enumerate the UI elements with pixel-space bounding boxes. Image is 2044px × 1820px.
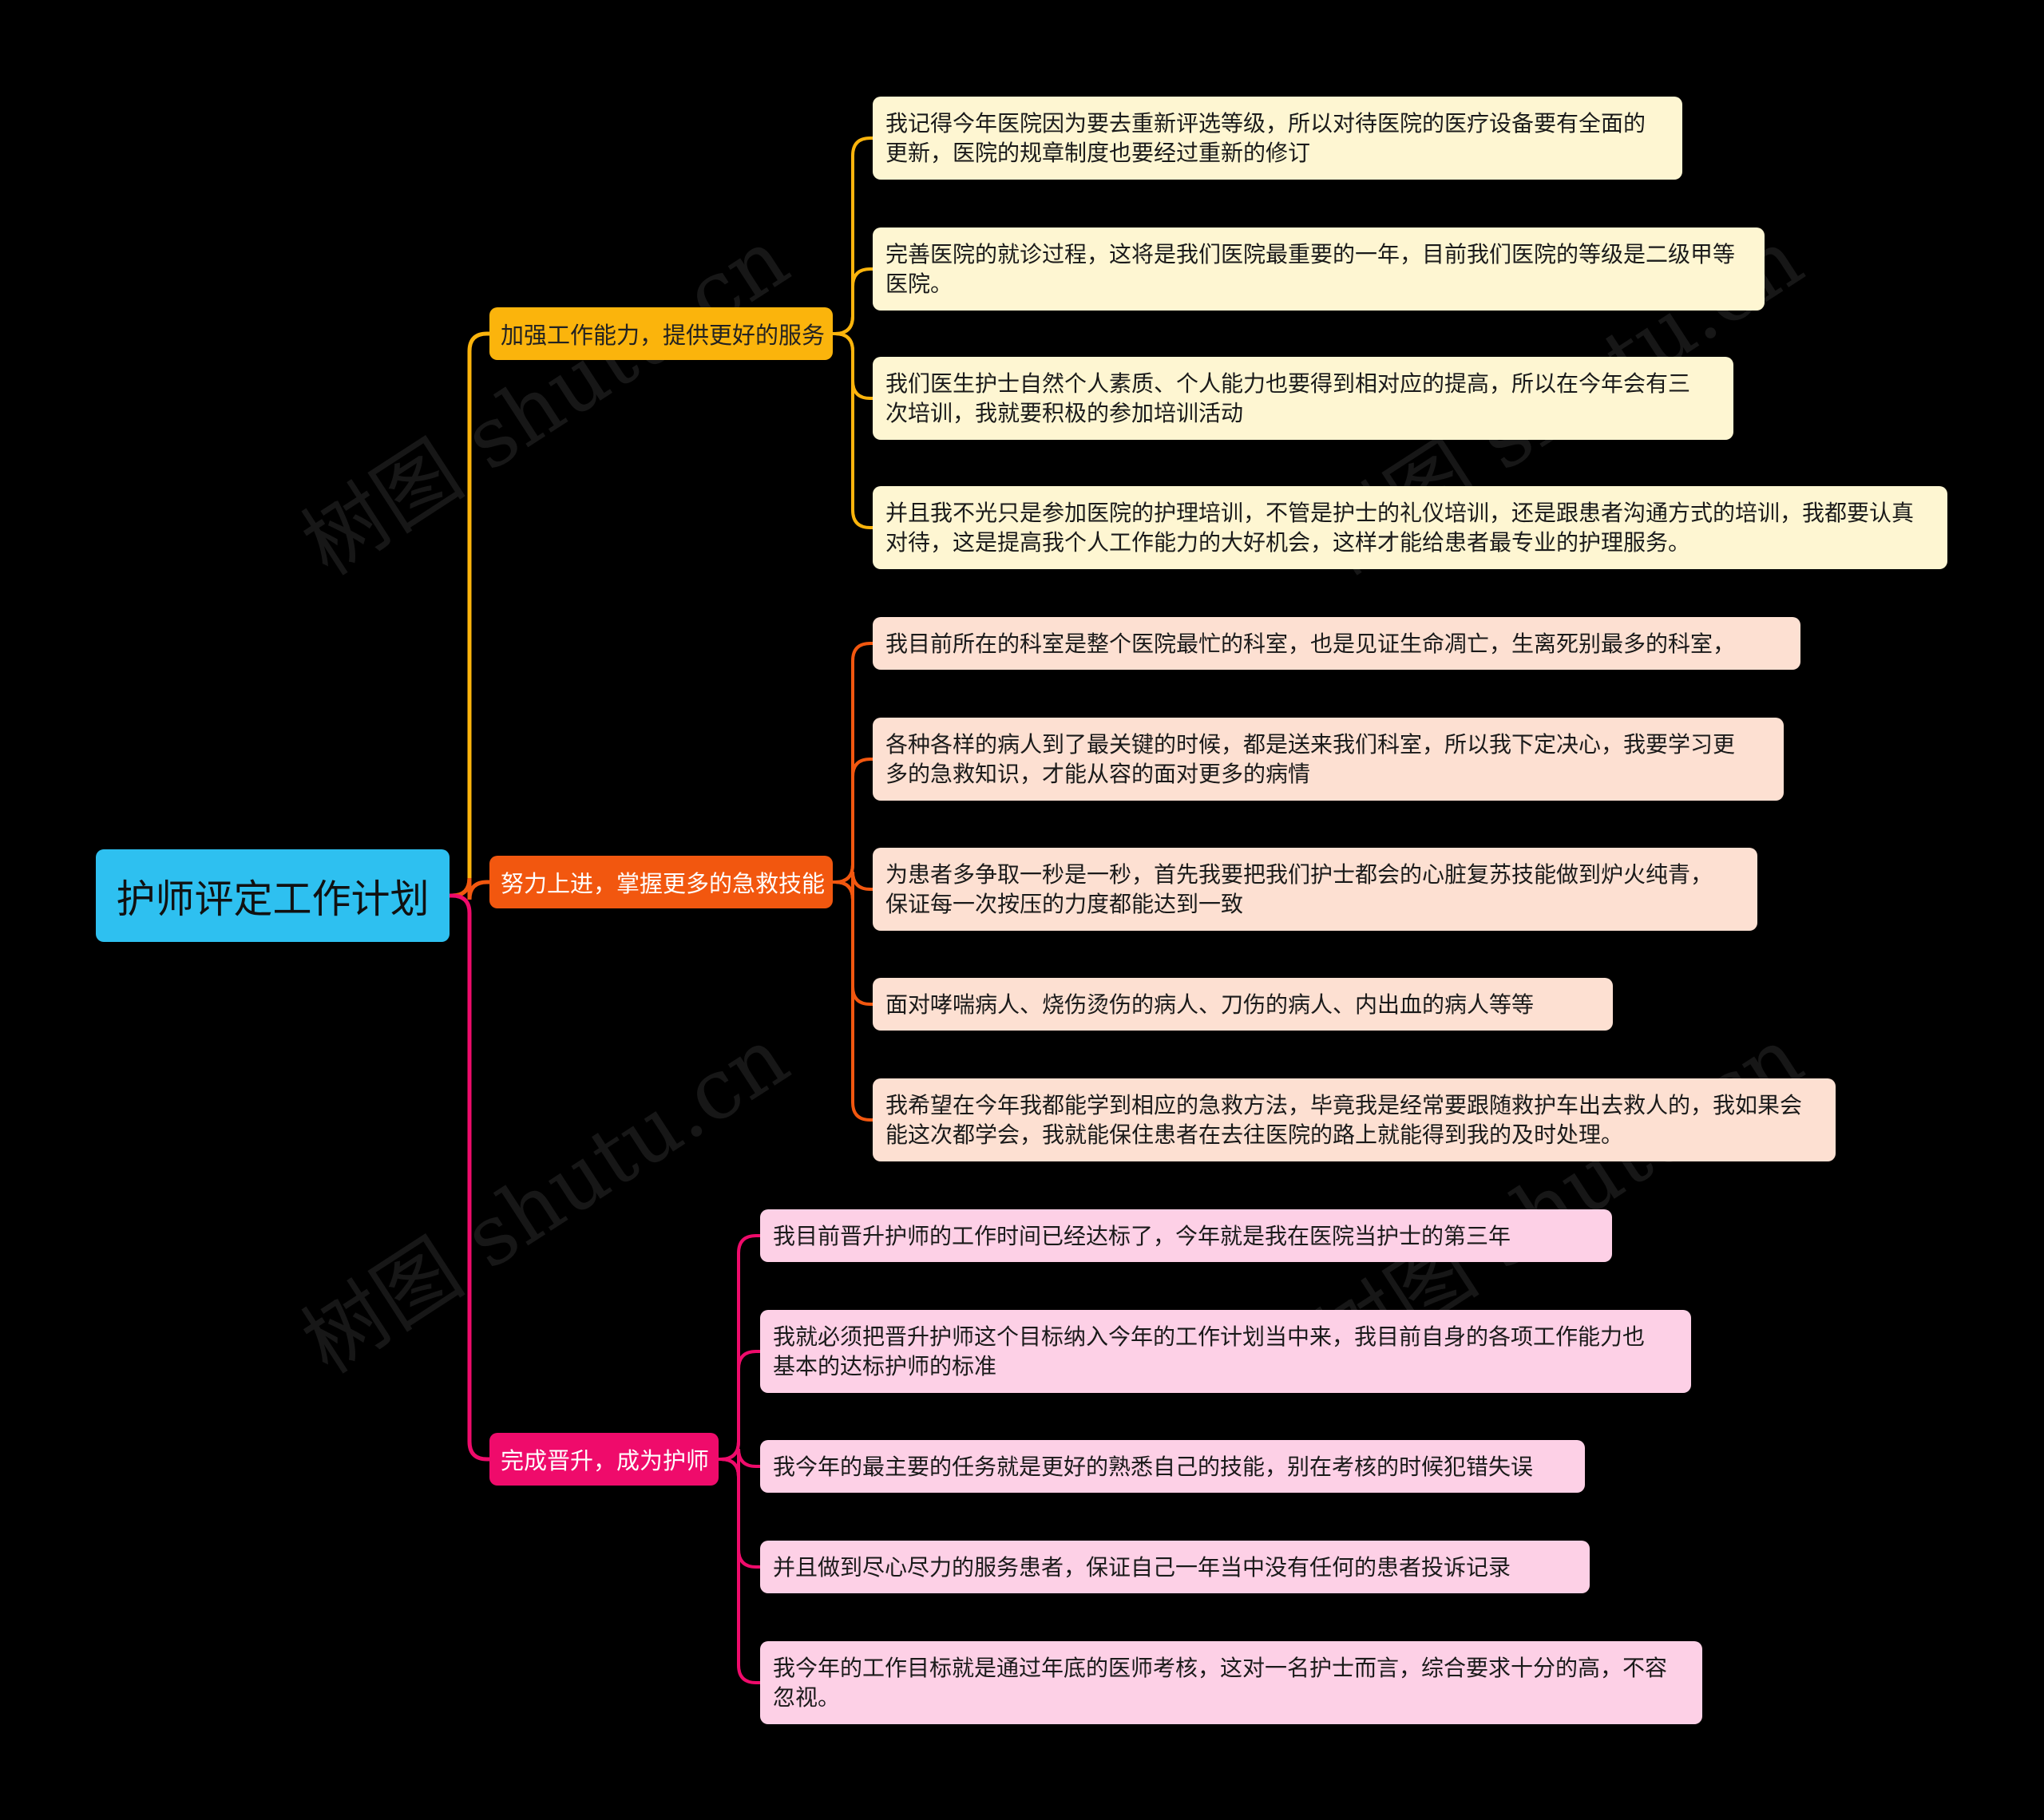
branch-topic-2[interactable]: 努力上进，掌握更多的急救技能 <box>489 856 833 908</box>
leaf-topic[interactable]: 我今年的工作目标就是通过年底的医师考核，这对一名护士而言，综合要求十分的高，不容… <box>760 1641 1702 1724</box>
branch-topic-1[interactable]: 加强工作能力，提供更好的服务 <box>489 307 833 360</box>
branch-topic-3[interactable]: 完成晋升，成为护师 <box>489 1433 719 1486</box>
leaf-topic[interactable]: 我希望在今年我都能学到相应的急救方法，毕竟我是经常要跟随救护车出去救人的，我如果… <box>873 1078 1836 1161</box>
leaf-topic[interactable]: 各种各样的病人到了最关键的时候，都是送来我们科室，所以我下定决心，我要学习更多的… <box>873 718 1784 801</box>
leaf-topic[interactable]: 我们医生护士自然个人素质、个人能力也要得到相对应的提高，所以在今年会有三次培训，… <box>873 357 1733 440</box>
leaf-topic[interactable]: 并且我不光只是参加医院的护理培训，不管是护士的礼仪培训，还是跟患者沟通方式的培训… <box>873 486 1947 569</box>
leaf-topic[interactable]: 我目前晋升护师的工作时间已经达标了，今年就是我在医院当护士的第三年 <box>760 1209 1612 1262</box>
leaf-topic[interactable]: 我记得今年医院因为要去重新评选等级，所以对待医院的医疗设备要有全面的更新，医院的… <box>873 97 1682 180</box>
leaf-topic[interactable]: 完善医院的就诊过程，这将是我们医院最重要的一年，目前我们医院的等级是二级甲等医院… <box>873 228 1765 311</box>
leaf-topic[interactable]: 我目前所在的科室是整个医院最忙的科室，也是见证生命凋亡，生离死别最多的科室， <box>873 617 1800 670</box>
leaf-topic[interactable]: 为患者多争取一秒是一秒，首先我要把我们护士都会的心脏复苏技能做到炉火纯青，保证每… <box>873 848 1757 931</box>
leaf-topic[interactable]: 并且做到尽心尽力的服务患者，保证自己一年当中没有任何的患者投诉记录 <box>760 1541 1590 1593</box>
leaf-topic[interactable]: 面对哮喘病人、烧伤烫伤的病人、刀伤的病人、内出血的病人等等 <box>873 978 1613 1031</box>
root-topic[interactable]: 护师评定工作计划 <box>96 849 450 942</box>
leaf-topic[interactable]: 我就必须把晋升护师这个目标纳入今年的工作计划当中来，我目前自身的各项工作能力也基… <box>760 1310 1691 1393</box>
leaf-topic[interactable]: 我今年的最主要的任务就是更好的熟悉自己的技能，别在考核的时候犯错失误 <box>760 1440 1585 1493</box>
